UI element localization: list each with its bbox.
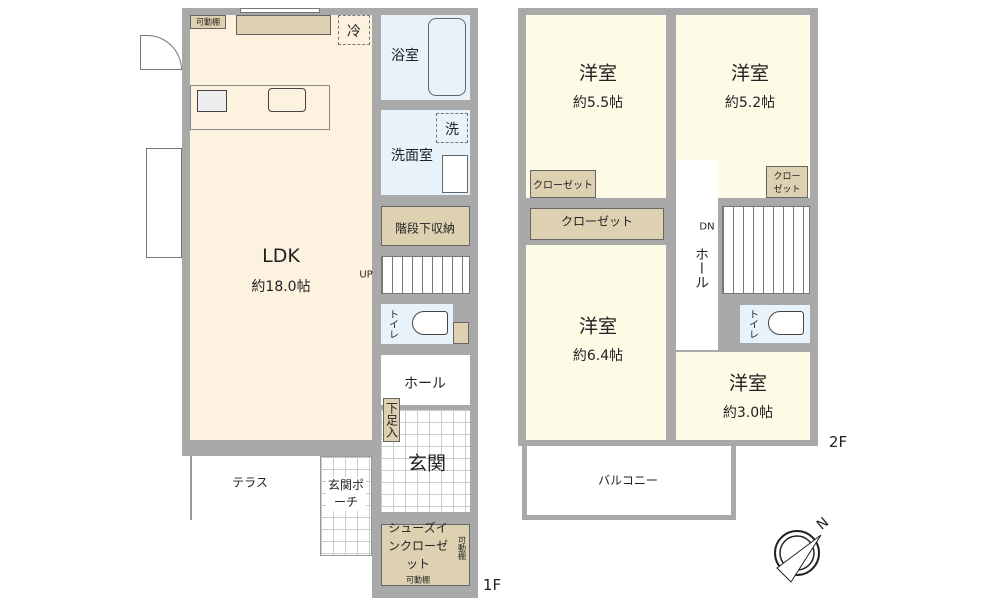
room-5-2-size: 約5.2帖 (724, 95, 776, 111)
closet-3-label: クローゼット (560, 214, 634, 229)
closet-1-label: クローゼット (533, 180, 593, 192)
room-5-2 (676, 15, 810, 165)
closet-2 (766, 166, 808, 198)
hall-1f-label: ホール (404, 376, 446, 392)
washer-space (436, 113, 468, 143)
sink-icon (268, 88, 306, 112)
shoe-closet-label: シューズインクローゼット (387, 521, 448, 571)
hall-2f (676, 160, 718, 350)
closet-3 (530, 208, 664, 240)
kitchen-island (190, 85, 330, 130)
entrance-label: 玄関 (407, 452, 447, 475)
window (140, 35, 182, 70)
hall-2f-label: ホール (693, 247, 709, 289)
toilet-2f-label: トイレ (746, 309, 758, 339)
room-3-0 (676, 352, 810, 440)
washroom-label: 洗面室 (391, 148, 433, 164)
under-stair-storage (381, 206, 470, 246)
ldk-size: 約18.0帖 (251, 279, 311, 295)
movable-shelf (190, 15, 226, 29)
porch-label: 玄関ポーチ (326, 477, 366, 511)
washer-label: 洗 (445, 122, 459, 138)
dn-label: DN (699, 221, 715, 233)
kitchen-top-counter (236, 15, 331, 35)
ldk-room (190, 15, 372, 440)
balcony (522, 446, 736, 520)
fridge-space (338, 15, 370, 45)
staircase (381, 256, 470, 294)
under-stair-storage-label: 階段下収納 (394, 221, 456, 236)
terrace (190, 456, 320, 520)
floor1-label: 1F (482, 576, 502, 594)
room-6-4 (526, 245, 666, 440)
hall-1f (381, 355, 470, 405)
balcony-label: バルコニー (598, 473, 658, 488)
room-5-5 (526, 15, 666, 198)
wash-basin-icon (442, 155, 468, 193)
room-5-5-size: 約5.5帖 (572, 95, 624, 111)
floor2-label: 2F (828, 433, 848, 451)
room-3-0-name: 洋室 (728, 372, 768, 395)
toilet-icon (412, 311, 448, 335)
room-6-4-size: 約6.4帖 (572, 348, 624, 364)
room-5-5-name: 洋室 (578, 62, 618, 85)
closet-1 (530, 170, 596, 198)
shoe-cabinet (383, 398, 400, 442)
staircase-2f (722, 206, 810, 294)
window (240, 8, 320, 13)
room-6-4-name: 洋室 (578, 315, 618, 338)
bathtub-icon (428, 18, 466, 96)
window (146, 148, 182, 258)
fridge-label: 冷 (347, 24, 361, 40)
stove-icon (197, 90, 227, 112)
bath-label: 浴室 (391, 48, 419, 64)
shoe-cabinet-label: 下足入 (384, 402, 399, 438)
compass-icon (774, 530, 822, 583)
shoe-closet-shelf-bottom: 可動棚 (406, 575, 430, 585)
movable-shelf-label: 可動棚 (196, 17, 220, 27)
room-5-2-name: 洋室 (730, 62, 770, 85)
shoe-closet (381, 524, 470, 586)
terrace-label: テラス (232, 475, 268, 490)
room-3-0-size: 約3.0帖 (722, 405, 774, 421)
toilet-tank (453, 322, 469, 344)
closet-2-label: クローゼット (773, 172, 801, 195)
shoe-closet-shelf-right: 可動棚 (457, 536, 467, 560)
toilet-2f-icon (768, 311, 804, 335)
toilet-label: トイレ (386, 309, 398, 339)
up-label: UP (359, 269, 373, 281)
ldk-name: LDK (262, 245, 300, 267)
